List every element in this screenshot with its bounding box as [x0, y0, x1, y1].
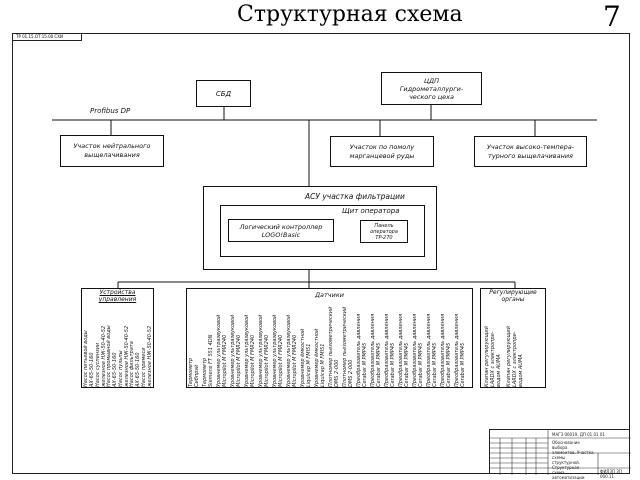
- sheet-code: ТР 01.15.ОТ 15.00 СХИ: [12, 33, 82, 41]
- control-device-item: Насос суспензии железное НЖ-50-40-52: [94, 325, 107, 387]
- sensor-item: Уровнемер ультразвуковой Micropilot M FM…: [258, 314, 270, 387]
- title-block: МАГЗ 00019. ДП 01.01 01 Обоснование выбо…: [489, 429, 631, 480]
- sensor-item: Уровнемер ультразвуковой Micropilot M FM…: [286, 314, 298, 387]
- regulator-items: Клапан регулирующий LARDX с электропри- …: [484, 304, 544, 387]
- page-number: 7: [603, 0, 621, 33]
- group-regulators-title: Регулирующие органы: [489, 289, 537, 303]
- drawing-sheet: [12, 33, 630, 474]
- group-sensors: [186, 288, 473, 388]
- stamp-doc-code: МАГЗ 00019. ДП 01.01 01: [552, 432, 605, 437]
- stamp-footer: ФИЛЗП ЗП 000.11: [600, 469, 622, 479]
- sensor-item: Уровнемер ультразвуковой Micropilot M FM…: [230, 314, 242, 387]
- stamp-description: Обоснование выбора элементов. Участка сх…: [552, 440, 594, 480]
- group-control: [81, 288, 154, 388]
- sensor-item: Преобразователь давления Cerabar M PMP45: [426, 313, 438, 387]
- sensor-item: Преобразователь давления Cerabar M PMP45: [398, 313, 410, 387]
- control-device-item: Насос фильтрата АХ-65-50-160: [129, 341, 141, 387]
- logic-controller: Логический контроллер LOGO!Basic: [228, 219, 334, 242]
- regulator-item: Клапан регулирующий LARDX с электропри- …: [506, 326, 524, 387]
- cdp-node: ЦДП Гидрометаллурги- ческого цеха: [381, 72, 482, 105]
- sensor-item: Термометр Siemens FT 551 4DN: [202, 334, 214, 387]
- sensor-item: Преобразователь давления Cerabar M PMP45: [412, 313, 424, 387]
- control-device-item: Насос питьевой воды АХ-65-50-160: [83, 330, 95, 387]
- sensor-item: Уровнемер ультразвуковой Micropilot M FM…: [272, 314, 284, 387]
- sensor-item: Преобразователь давления Cerabar M PMP45: [440, 313, 452, 387]
- operator-panel-tp270: Панель оператора TP-270: [360, 220, 408, 243]
- section-neutral-leaching: Участок нейтрального выщелачивания: [60, 135, 164, 167]
- sensor-item: Термометр Сибпрэй: [188, 357, 200, 387]
- sbd-node: СБД: [196, 80, 251, 107]
- sensor-item: Уровнемер ультразвуковой Micropilot M FM…: [244, 314, 256, 387]
- group-control-title: Устройства управления: [98, 289, 137, 303]
- group-regulators: [480, 288, 546, 388]
- sensor-item: Плотномер пьезометрический DMS 2-000: [328, 306, 340, 387]
- sensor-item: Плотномер пьезометрический DMS 2-000: [342, 306, 354, 387]
- group-sensors-title: Датчики: [314, 291, 345, 299]
- regulator-item: Клапан регулирующий LARDX с электропри- …: [484, 326, 502, 387]
- operator-panel-title: Щит оператора: [342, 207, 400, 215]
- page-title: Структурная схема: [237, 2, 463, 27]
- sensor-item: Преобразователь давления Cerabar M PMP45: [356, 313, 368, 387]
- control-device-item: Насос примеси железное НЖ-50-40-52: [140, 325, 153, 387]
- profibus-label: Profibus DP: [90, 107, 131, 115]
- sensor-item: Преобразователь давления Cerabar M PMP45: [370, 313, 382, 387]
- section-high-temp-leaching: Участок высоко-темпера- турного выщелачи…: [474, 136, 587, 167]
- sensor-item: Уровнемер ёмкостной Liquicap M FMI51: [300, 328, 312, 387]
- sensor-item: Уровнемер ёмкостной Liquicap M FMI51: [314, 328, 326, 387]
- section-ore-grinding: Участок по помолу марганцевой руды: [330, 136, 434, 167]
- control-device-item: Насос пульпы железное НЖ-50-40-52: [117, 325, 130, 387]
- sensor-item: Преобразователь давления Cerabar M PMP45: [454, 313, 466, 387]
- control-device-item: Насос промывной воды АХ-65-50-160: [106, 325, 118, 387]
- sensor-item: Преобразователь давления Cerabar M PMP45: [384, 313, 396, 387]
- sensor-item: Уровнемер ультразвуковой Micropilot M FM…: [216, 314, 228, 387]
- asu-title: АСУ участка фильтрации: [305, 192, 405, 201]
